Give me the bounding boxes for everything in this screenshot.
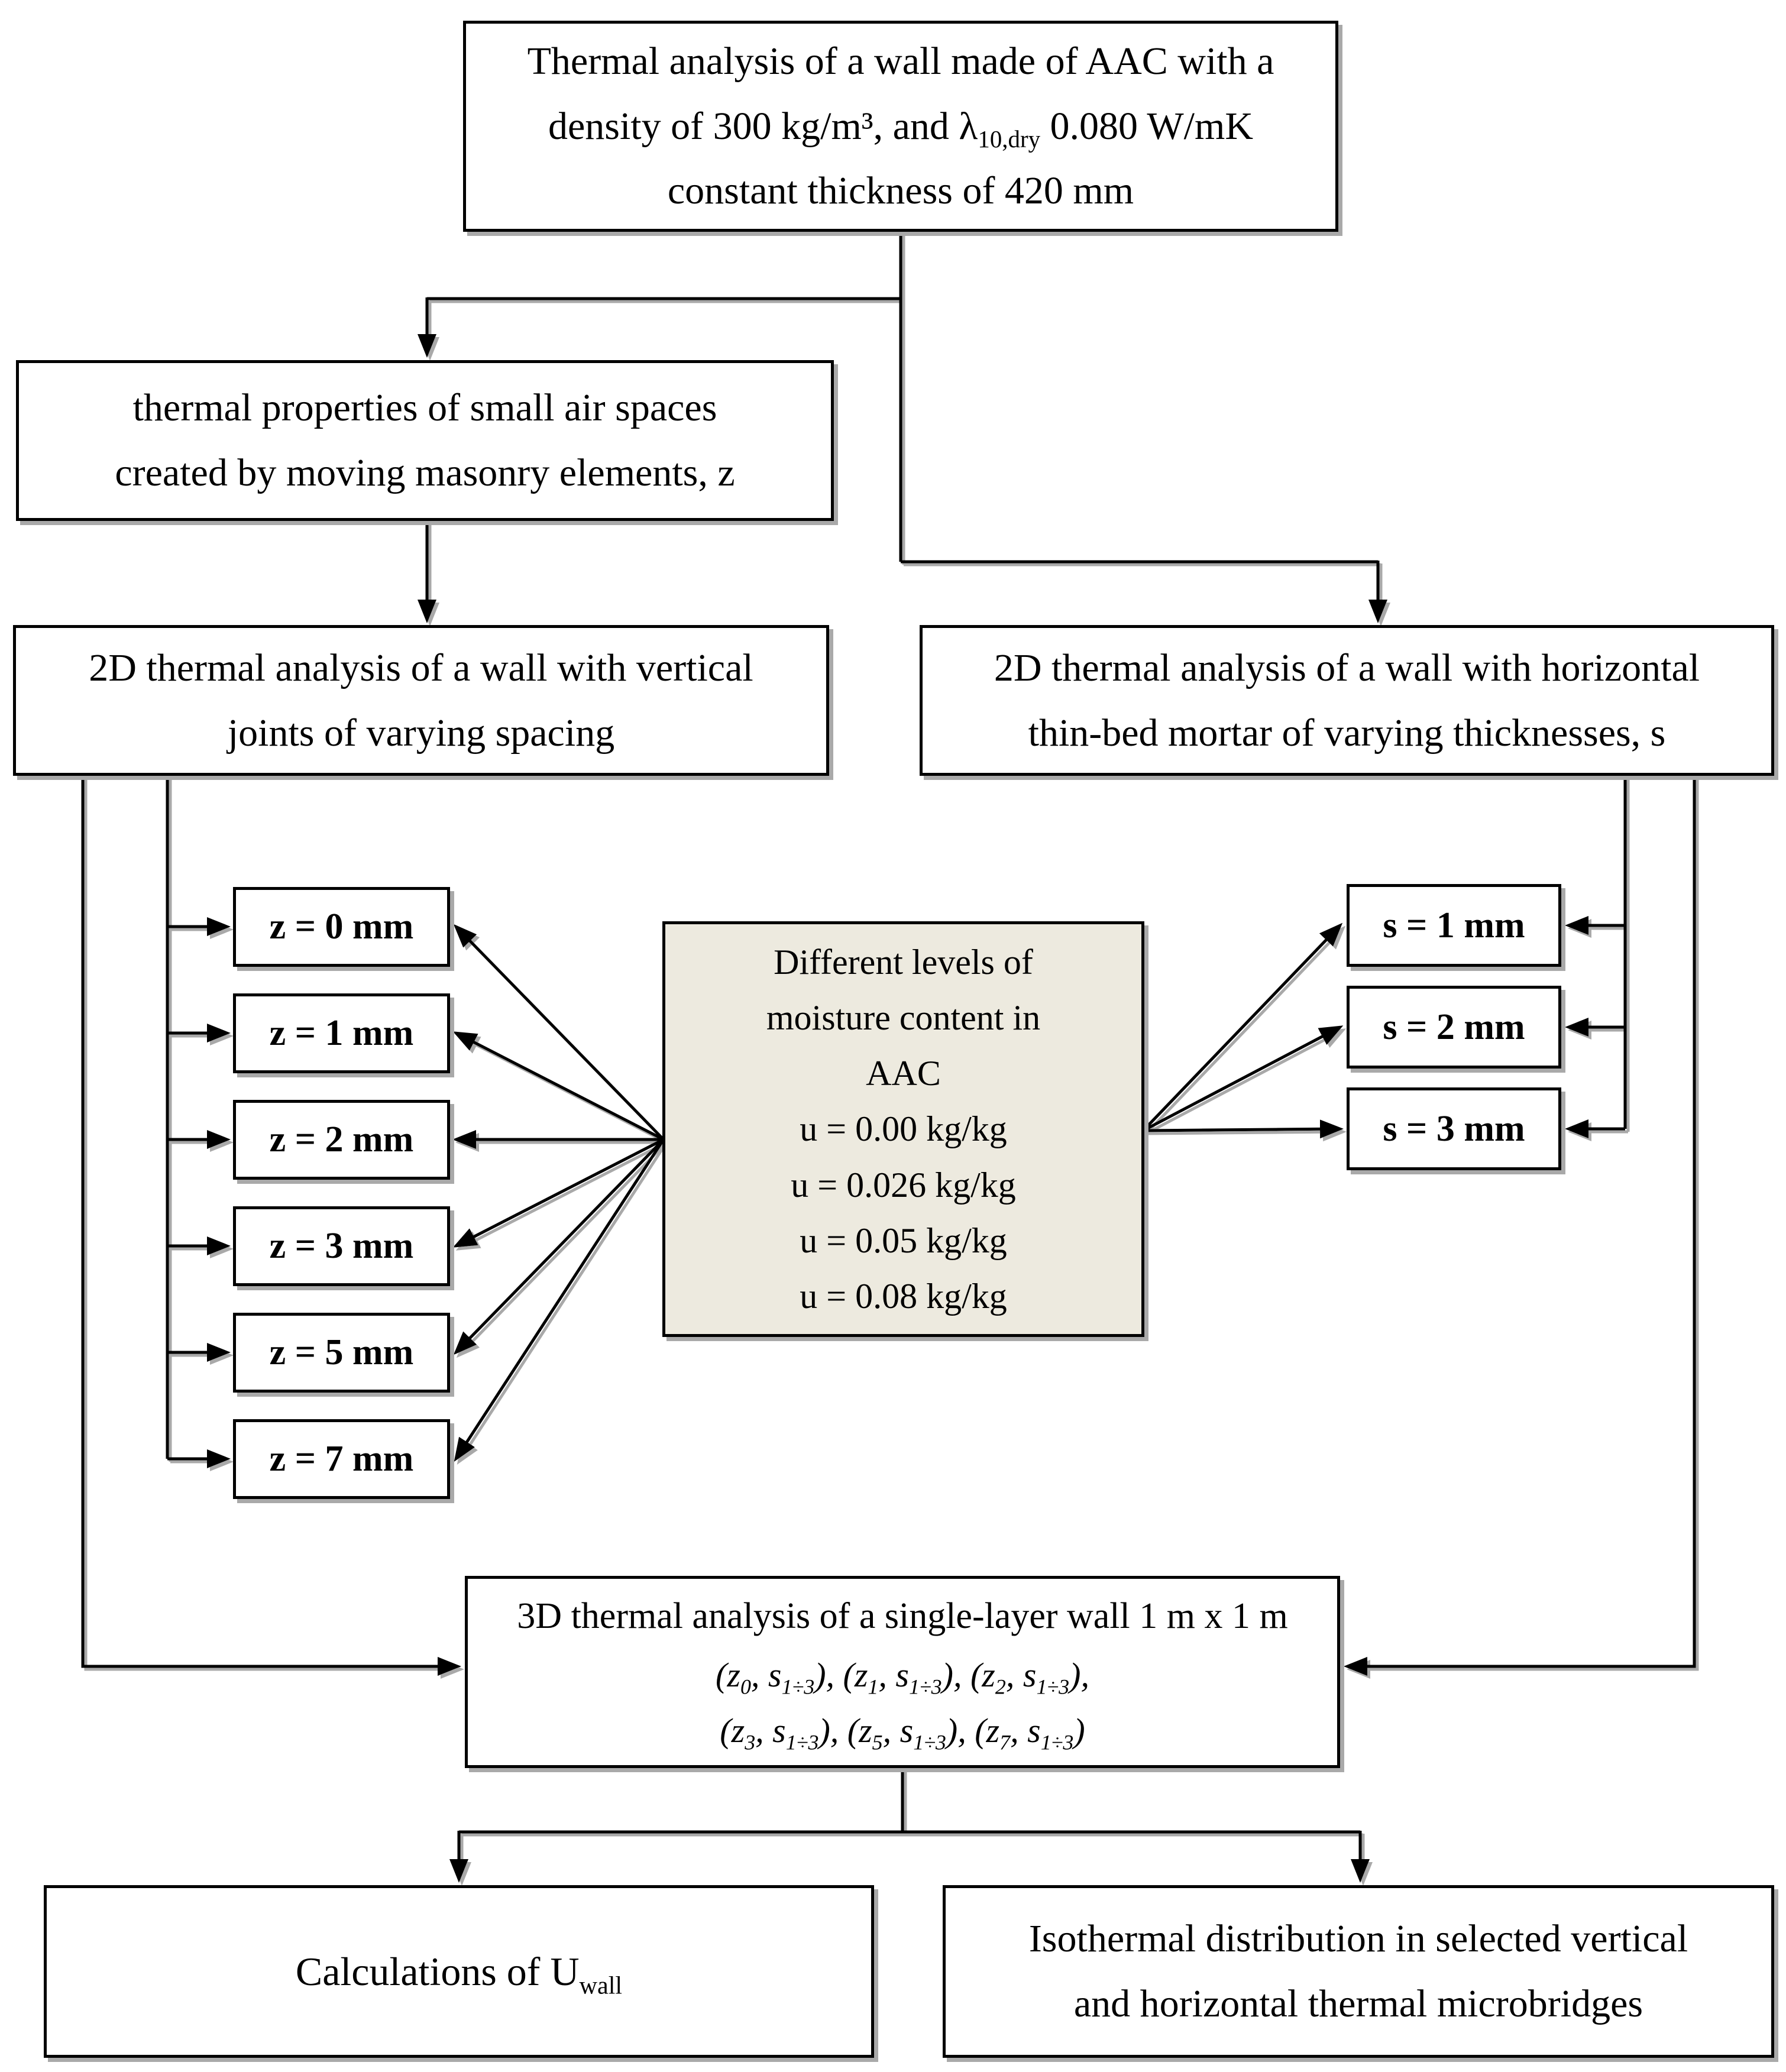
horizontal-mortar-line-2: thin-bed mortar of varying thicknesses, … <box>1028 711 1666 755</box>
z-box-1-label: z = 1 mm <box>269 1013 414 1053</box>
title-line-3: constant thickness of 420 mm <box>667 169 1134 213</box>
moisture-level-1: u = 0.00 kg/kg <box>800 1109 1007 1149</box>
u-wall-pre: Calculations of U <box>295 1948 580 1994</box>
u-wall-box: Calculations of Uwall <box>44 1885 874 2058</box>
vertical-joints-line-2: joints of varying spacing <box>227 711 615 755</box>
fan-arrow-z-1 <box>452 1031 665 1141</box>
s-box-1-label: s = 1 mm <box>1383 905 1525 946</box>
z-box-5-label: z = 5 mm <box>269 1332 414 1372</box>
isothermal-line-1: Isothermal distribution in selected vert… <box>1028 1917 1688 1961</box>
z-box-0-label: z = 0 mm <box>269 906 414 947</box>
z-box-7-label: z = 7 mm <box>269 1439 414 1479</box>
fan-arrow-z-7 <box>454 1138 665 1462</box>
z-box-3: z = 3 mm <box>233 1206 450 1286</box>
three-d-pairs-row-1: (z0, s1÷3), (z1, s1÷3), (z2, s1÷3), <box>716 1656 1089 1699</box>
title-line-2-post: 0.080 W/mK <box>1040 104 1253 148</box>
connector-left-to-3d <box>81 776 461 1676</box>
moisture-box: Different levels of moisture content in … <box>662 921 1144 1337</box>
z-box-0: z = 0 mm <box>233 887 450 967</box>
moisture-level-2: u = 0.026 kg/kg <box>791 1165 1016 1205</box>
horizontal-mortar-line-1: 2D thermal analysis of a wall with horiz… <box>994 646 1700 689</box>
air-spaces-line-2: created by moving masonry elements, z <box>115 451 735 494</box>
title-line-1: Thermal analysis of a wall made of AAC w… <box>527 40 1274 83</box>
s-box-2-label: s = 2 mm <box>1383 1006 1525 1047</box>
isothermal-box: Isothermal distribution in selected vert… <box>943 1885 1774 2058</box>
fan-arrow-z-5 <box>453 1138 665 1355</box>
z-box-2: z = 2 mm <box>233 1100 450 1180</box>
three-d-pairs-row-2: (z3, s1÷3), (z5, s1÷3), (z7, s1÷3) <box>720 1711 1085 1754</box>
vertical-joints-line-1: 2D thermal analysis of a wall with verti… <box>89 646 753 689</box>
lambda-subscript: 10,dry <box>978 125 1041 153</box>
moisture-title-1: Different levels of <box>774 942 1033 982</box>
title-line-2-pre: density of 300 kg/m³, and λ <box>548 104 978 148</box>
fan-arrow-s-2 <box>1142 1025 1344 1132</box>
z-box-5: z = 5 mm <box>233 1313 450 1393</box>
three-d-title: 3D thermal analysis of a single-layer wa… <box>517 1595 1288 1636</box>
title-line-2: density of 300 kg/m³, and λ10,dry 0.080 … <box>548 94 1253 159</box>
horizontal-mortar-box: 2D thermal analysis of a wall with horiz… <box>920 625 1774 776</box>
z-box-7: z = 7 mm <box>233 1419 450 1499</box>
vertical-joints-box: 2D thermal analysis of a wall with verti… <box>13 625 829 776</box>
moisture-level-3: u = 0.05 kg/kg <box>800 1220 1007 1260</box>
fan-arrow-s-3 <box>1143 1119 1344 1139</box>
z-box-1: z = 1 mm <box>233 993 450 1073</box>
moisture-title-3: AAC <box>866 1054 941 1093</box>
s-box-2: s = 2 mm <box>1347 986 1561 1069</box>
u-wall-label: Calculations of Uwall <box>295 1948 622 1998</box>
air-spaces-line-1: thermal properties of small air spaces <box>132 386 717 430</box>
s-box-3: s = 3 mm <box>1347 1087 1561 1170</box>
z-box-2-label: z = 2 mm <box>269 1119 414 1160</box>
three-d-box: 3D thermal analysis of a single-layer wa… <box>465 1576 1340 1768</box>
u-wall-subscript: wall <box>579 1971 623 2000</box>
connector-right-to-3d <box>1344 776 1696 1676</box>
isothermal-line-2: and horizontal thermal microbridges <box>1073 1982 1643 2025</box>
s-box-1: s = 1 mm <box>1347 884 1561 967</box>
z-box-3-label: z = 3 mm <box>269 1226 414 1266</box>
air-spaces-box: thermal properties of small air spaces c… <box>16 360 834 521</box>
moisture-title-2: moisture content in <box>766 998 1041 1038</box>
moisture-level-4: u = 0.08 kg/kg <box>800 1276 1007 1316</box>
fan-arrow-z-0 <box>453 924 665 1141</box>
s-box-3-label: s = 3 mm <box>1383 1108 1525 1149</box>
title-box: Thermal analysis of a wall made of AAC w… <box>463 21 1338 232</box>
fan-arrow-z-3 <box>452 1138 665 1248</box>
fan-arrow-s-1 <box>1142 922 1343 1132</box>
